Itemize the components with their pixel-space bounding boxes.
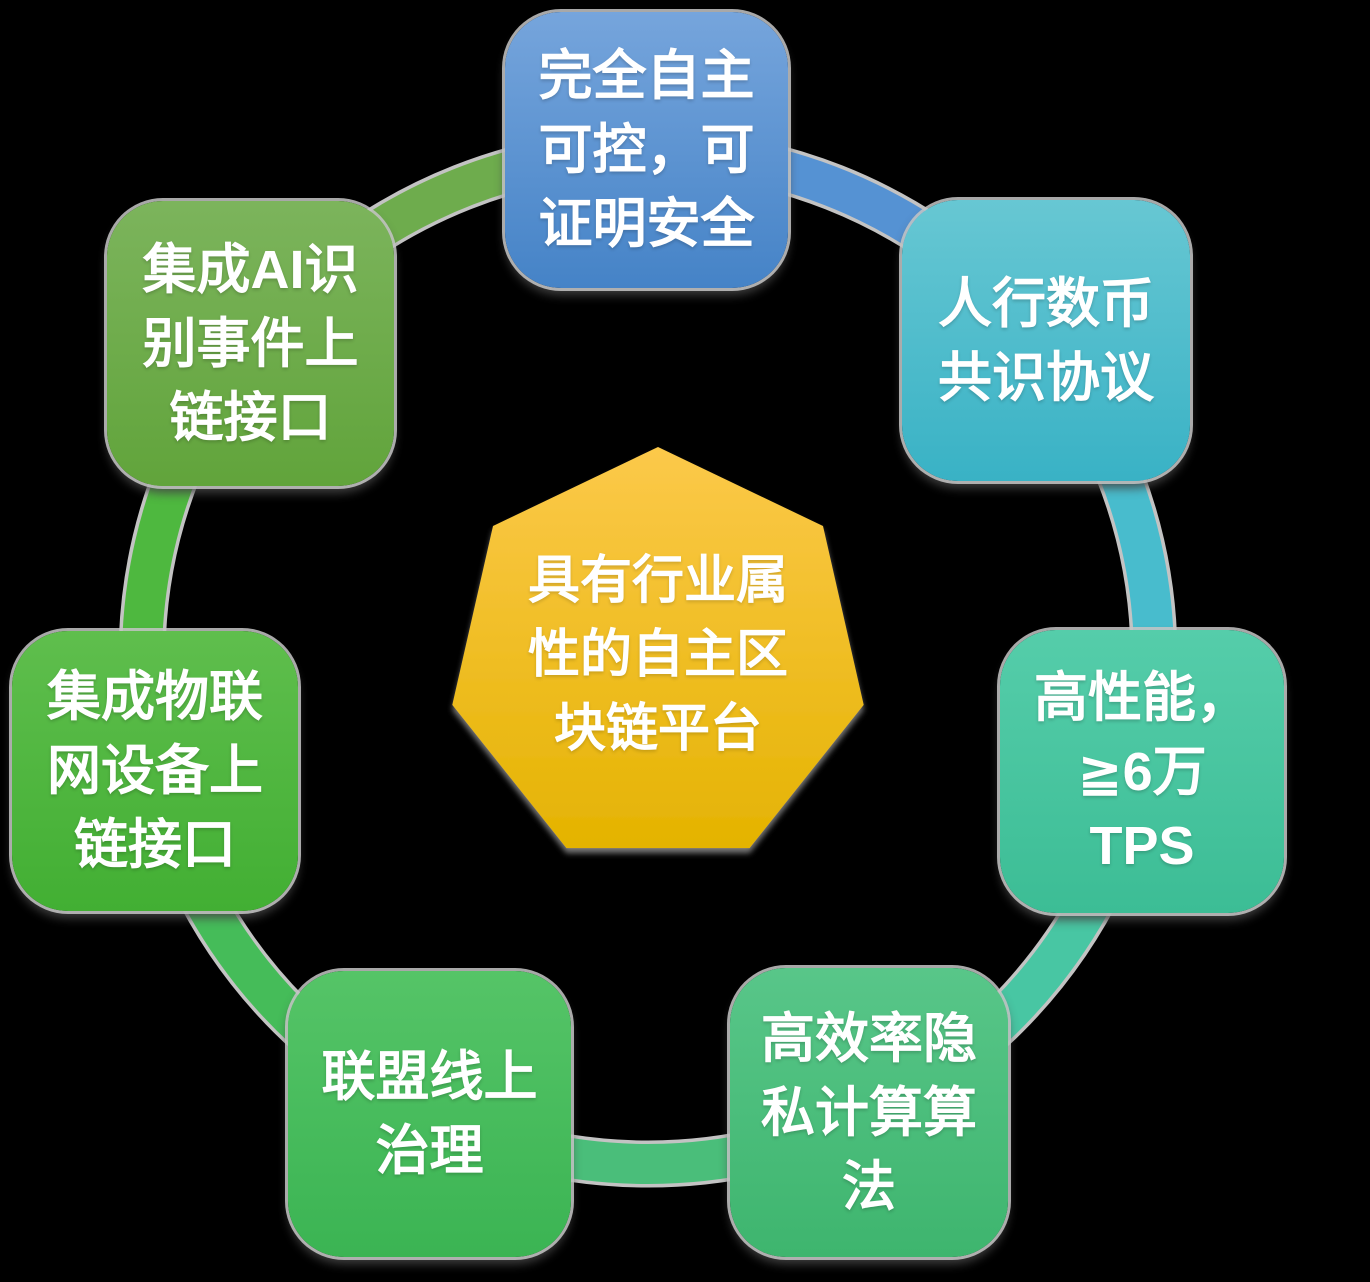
node-pboc-digital-currency-consensus: 人行数币 共识协议 — [902, 200, 1190, 481]
node-label: 高性能， ≧6万 TPS — [1034, 667, 1250, 876]
node-efficient-privacy-computing: 高效率隐 私计算算 法 — [730, 968, 1008, 1257]
node-fully-autonomous-controllable: 完全自主 可控，可 证明安全 — [505, 12, 788, 288]
node-label: 高效率隐 私计算算 法 — [761, 1008, 977, 1217]
node-iot-device-onchain-interface: 集成物联 网设备上 链接口 — [12, 631, 298, 911]
node-label: 集成物联 网设备上 链接口 — [47, 667, 263, 875]
center-platform-title-text: 具有行业属 性的自主区 块链平台 — [527, 552, 788, 758]
node-label: 完全自主 可控，可 证明安全 — [538, 46, 755, 254]
center-heptagon — [452, 447, 864, 849]
node-label: 联盟线上 治理 — [321, 1047, 538, 1181]
node-label: 集成AI识 别事件上 链接口 — [142, 239, 359, 448]
center-platform-title: 具有行业属 性的自主区 块链平台 — [452, 452, 864, 858]
node-label: 人行数币 共识协议 — [938, 273, 1154, 408]
node-consortium-online-governance: 联盟线上 治理 — [288, 971, 571, 1257]
node-high-performance-tps: 高性能， ≧6万 TPS — [1000, 630, 1284, 913]
node-ai-event-onchain-interface: 集成AI识 别事件上 链接口 — [107, 201, 394, 486]
